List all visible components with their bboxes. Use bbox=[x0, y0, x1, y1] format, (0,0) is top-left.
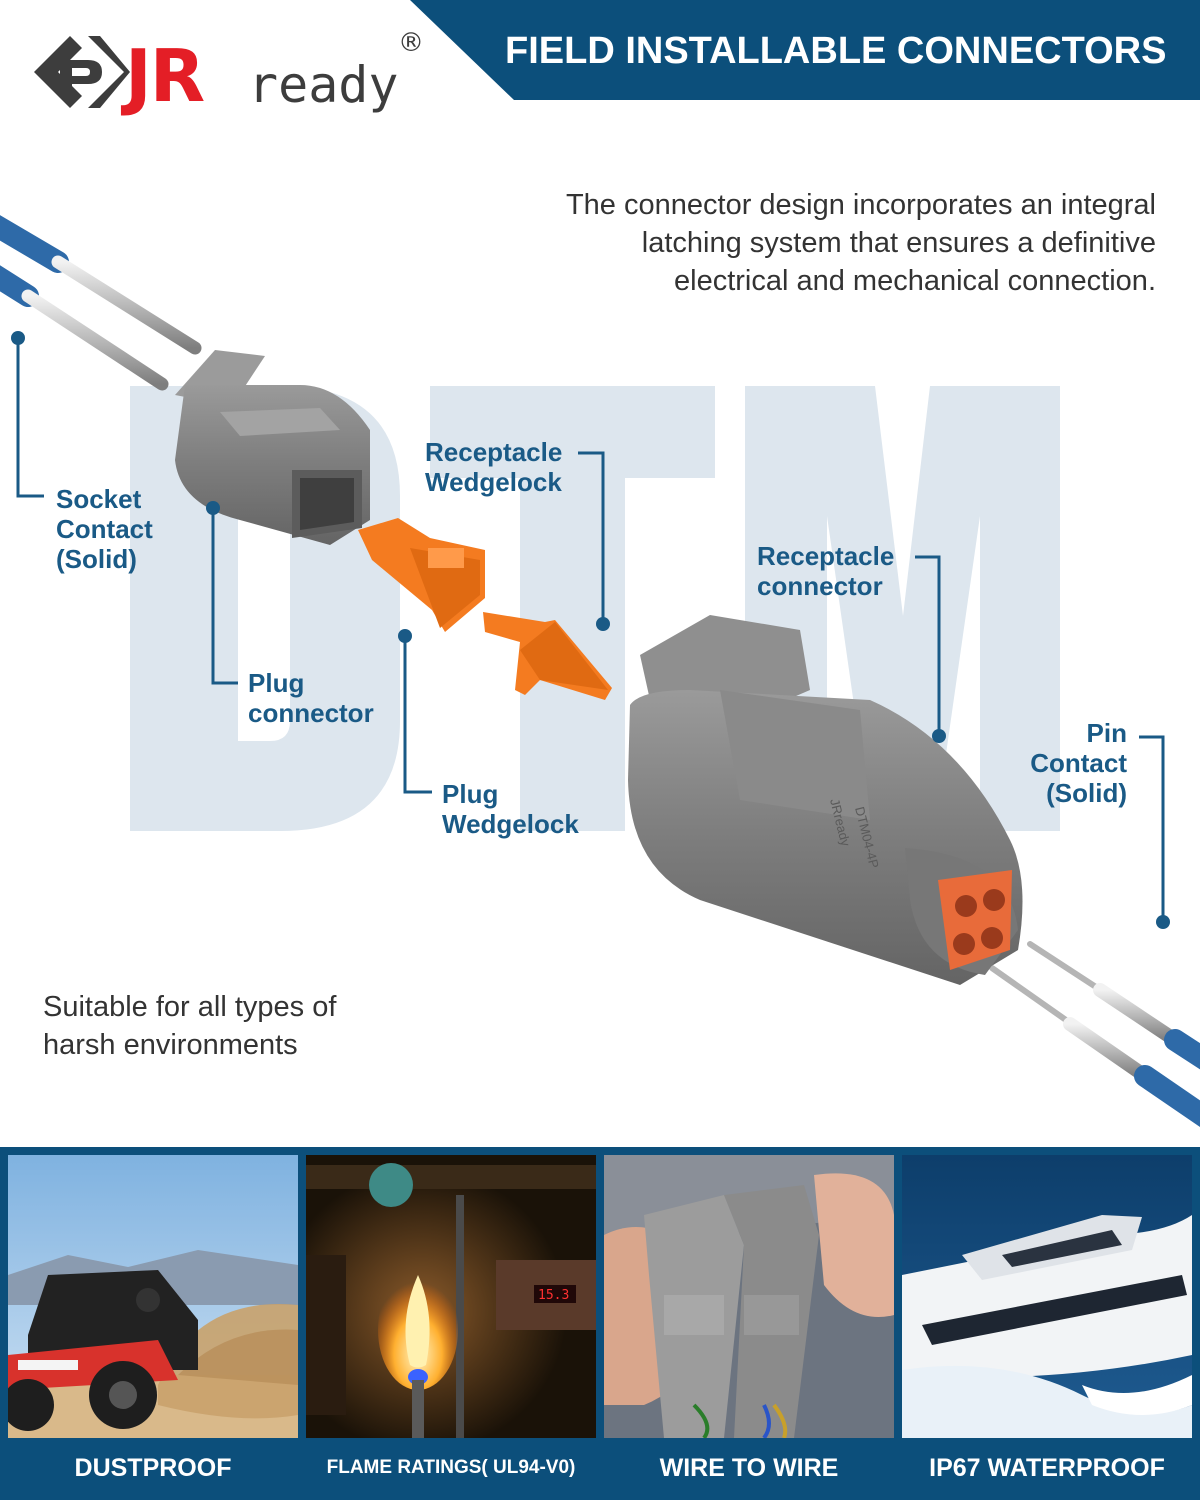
description-line: The connector design incorporates an int… bbox=[565, 189, 1156, 221]
jrready-logo-icon bbox=[34, 36, 130, 108]
receptacle-wedgelock-icon bbox=[483, 612, 612, 700]
plug-connector-label: Plug connector bbox=[248, 668, 374, 728]
receptacle-connector-icon: JRready DTM04-4P bbox=[628, 615, 1023, 985]
plug-connector-icon bbox=[175, 350, 370, 545]
pin-contact-label: Pin Contact (Solid) bbox=[1030, 718, 1127, 808]
description-line: electrical and mechanical connection. bbox=[674, 265, 1156, 297]
logo-suffix: ready bbox=[248, 56, 399, 114]
flame-tester-display: 15.3 bbox=[538, 1288, 569, 1303]
callout-lines bbox=[16, 338, 1165, 922]
receptacle-wedgelock-label: Receptacle Wedgelock bbox=[425, 437, 563, 497]
yacht-photo-icon bbox=[902, 1155, 1192, 1438]
plug-wedgelock-icon bbox=[358, 518, 485, 632]
environment-note: Suitable for all types of harsh environm… bbox=[43, 991, 337, 1061]
dustproof-photo bbox=[8, 1155, 298, 1438]
waterproof-caption: IP67 WATERPROOF bbox=[929, 1454, 1165, 1482]
callout-dots bbox=[11, 331, 1170, 929]
waterproof-photo bbox=[902, 1155, 1192, 1438]
receptacle-connector-label: Receptacle connector bbox=[757, 541, 895, 601]
socket-contact-label: Socket Contact (Solid) bbox=[56, 484, 153, 574]
logo-letters: JR bbox=[125, 34, 205, 118]
socket-contact-wire-icon bbox=[0, 215, 202, 391]
plug-wedgelock-label: Plug Wedgelock bbox=[442, 779, 579, 839]
pin-contact-wire-icon bbox=[989, 941, 1200, 1128]
wire-to-wire-caption: WIRE TO WIRE bbox=[659, 1454, 839, 1482]
flame-test-photo-icon: 15.3 bbox=[306, 1155, 596, 1438]
connector-hand-photo-icon bbox=[604, 1155, 894, 1438]
header-banner bbox=[410, 0, 1200, 100]
dustproof-caption: DUSTPROOF bbox=[74, 1454, 232, 1482]
banner-title: FIELD INSTALLABLE CONNECTORS bbox=[505, 30, 1167, 72]
utv-dust-photo-icon bbox=[8, 1155, 298, 1438]
flame-rating-caption: FLAME RATINGS( UL94-V0) bbox=[326, 1457, 576, 1478]
wire-to-wire-photo bbox=[604, 1155, 894, 1438]
connector-description: The connector design incorporates an int… bbox=[496, 186, 1156, 300]
product-illustration: JRready DTM04-4P bbox=[0, 215, 1200, 1128]
registered-mark: ® bbox=[398, 28, 424, 58]
description-line: latching system that ensures a definitiv… bbox=[641, 227, 1156, 259]
flame-rating-photo: 15.3 bbox=[306, 1155, 596, 1438]
